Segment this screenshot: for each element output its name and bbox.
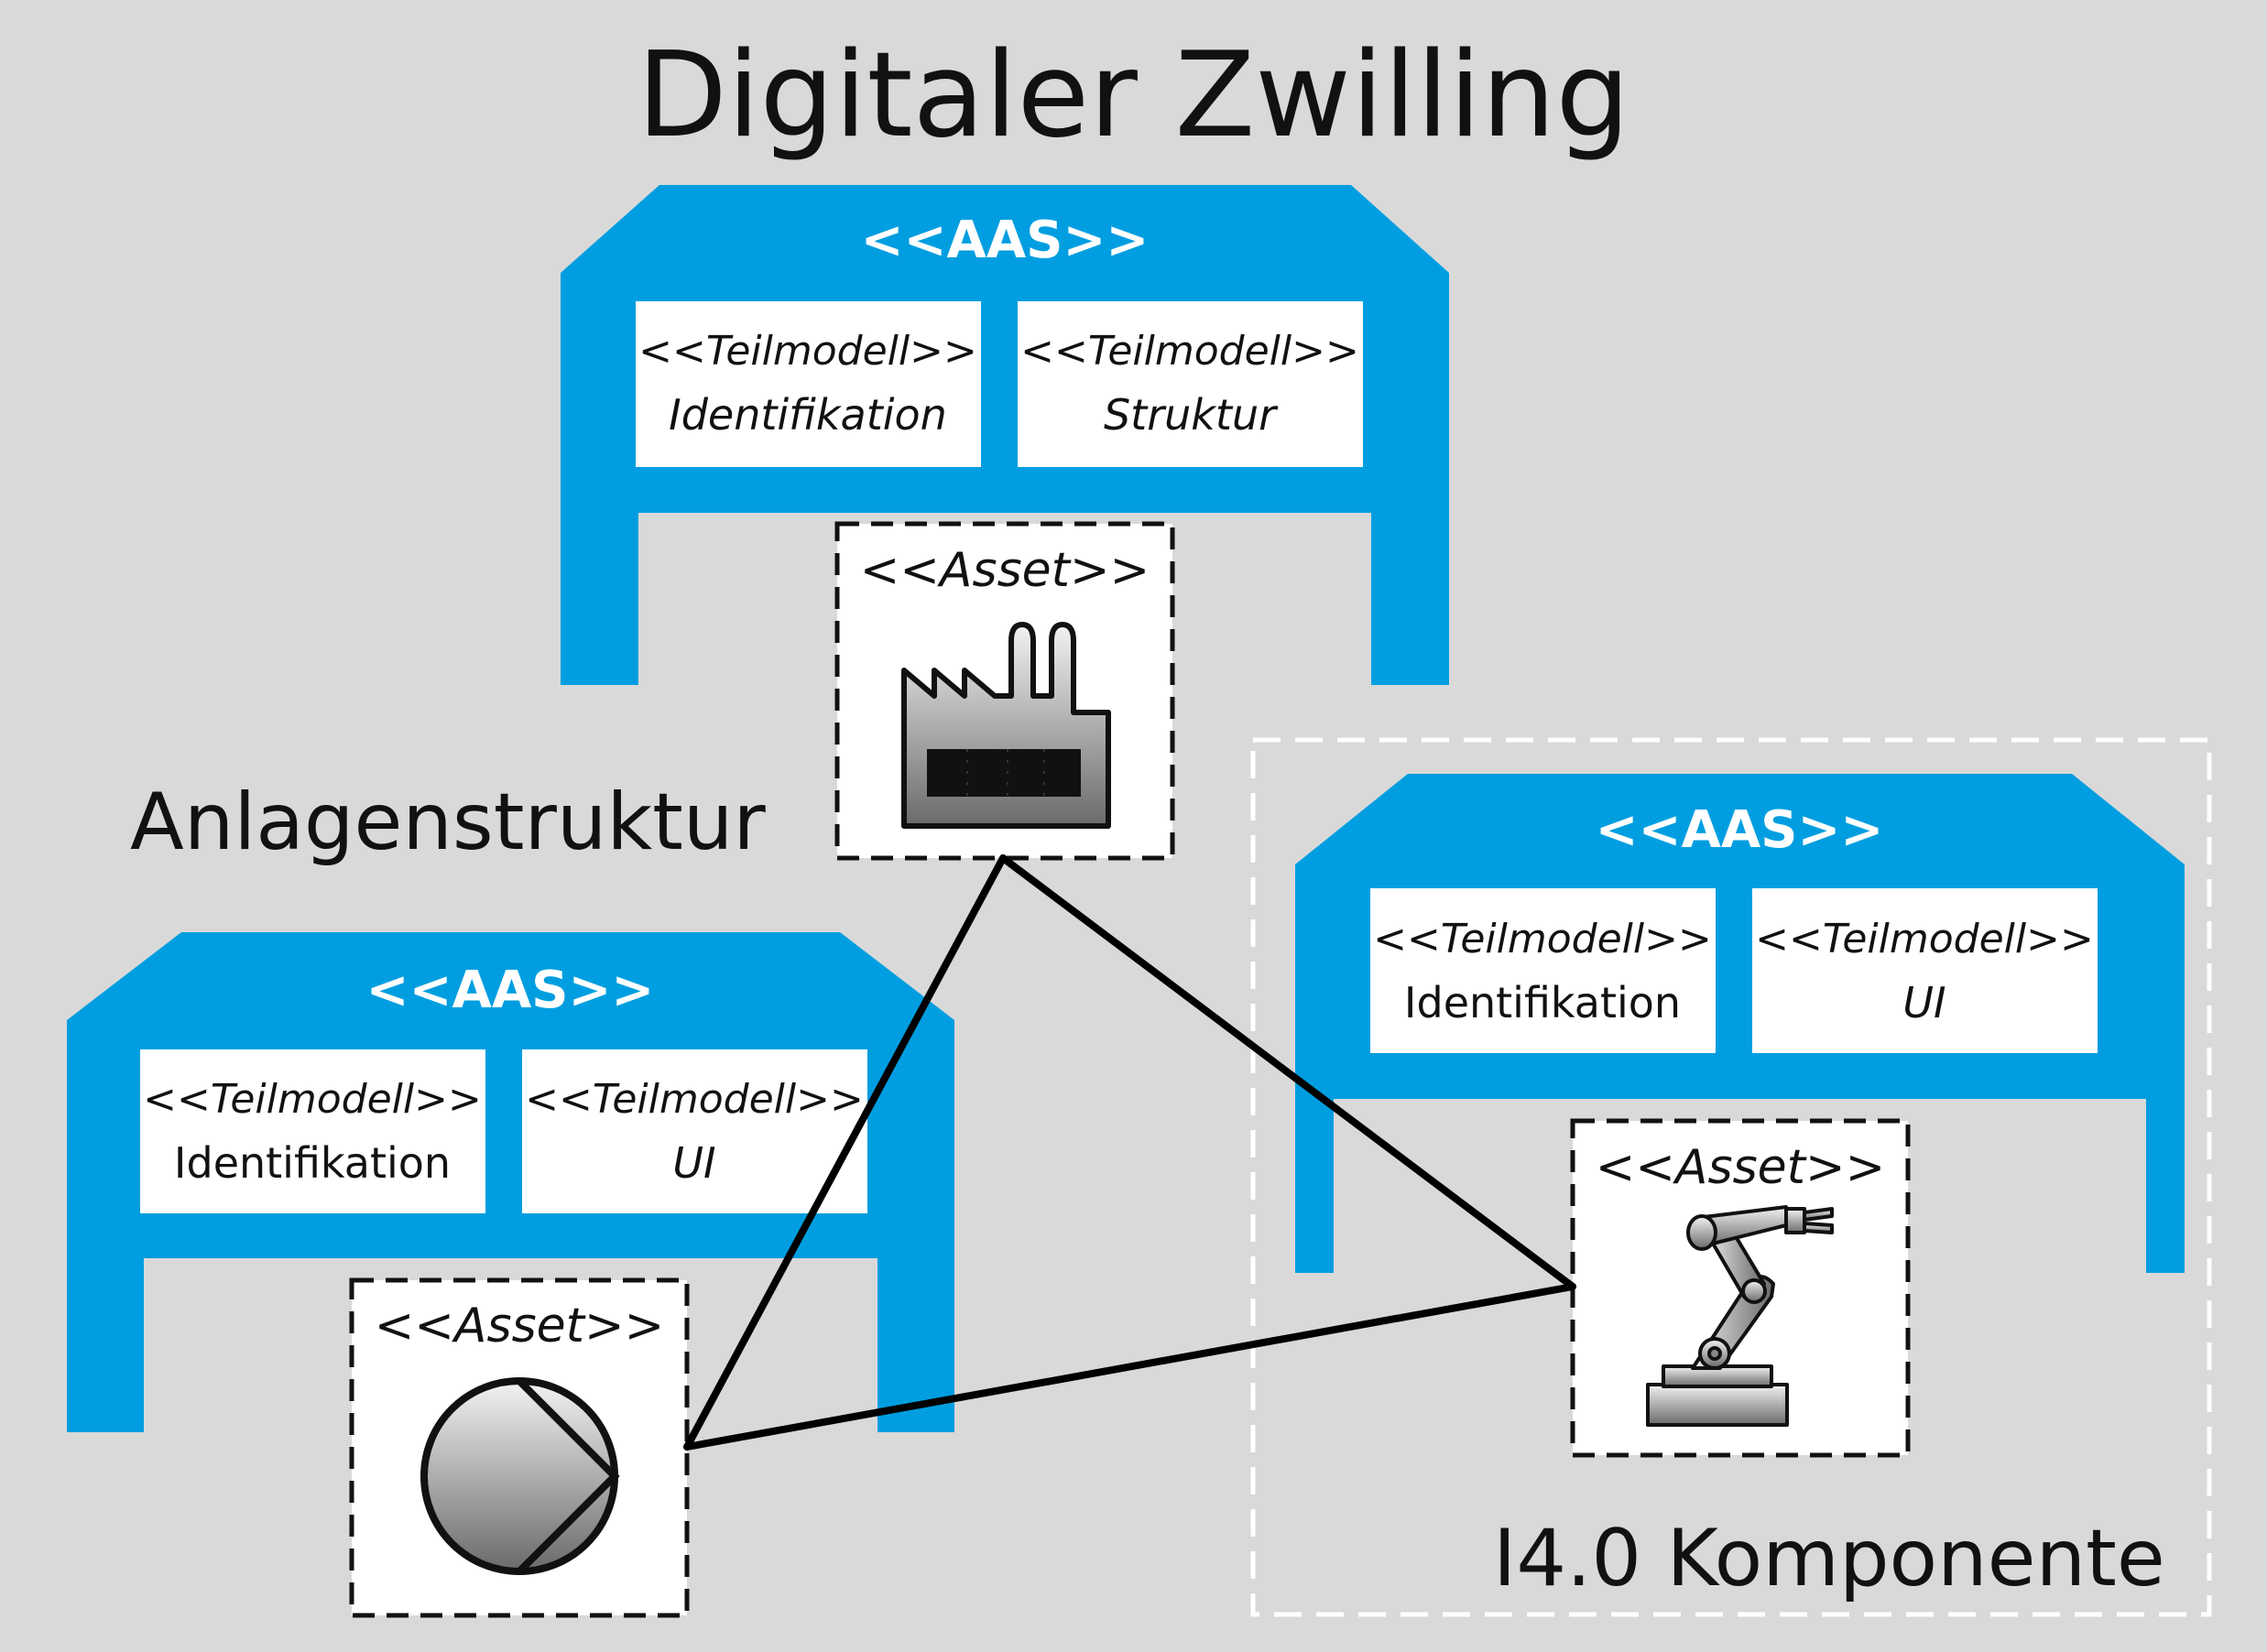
submodel-stereotype: <<Teilmodell>> [1020, 328, 1359, 375]
submodel-name: UI [672, 1138, 715, 1188]
submodel-stereotype: <<Teilmodell>> [1373, 916, 1712, 962]
aas-header: <<AAS>> [861, 211, 1150, 270]
aas-header: <<AAS>> [1596, 800, 1884, 860]
submodel-stereotype: <<Teilmodell>> [143, 1076, 482, 1123]
asset-stereotype: <<Asset>> [1596, 1140, 1885, 1195]
component-boundary [1250, 737, 2212, 1617]
plant-structure-label: Anlagenstruktur [130, 777, 766, 868]
connector-factory-to-robot [999, 854, 1576, 1290]
asset-box: <<Asset>> [834, 521, 1175, 861]
submodel-box: <<Teilmodell>> Identifikation [140, 1049, 485, 1213]
aas-shell-right: <<AAS>> <<Teilmodell>> Identifikation <<… [1295, 774, 2185, 1458]
submodel-stereotype: <<Teilmodell>> [638, 328, 977, 375]
connector-pump-to-robot [683, 1283, 1576, 1451]
submodel-box: <<Teilmodell>> Identifikation [636, 301, 981, 467]
aas-shell-left: <<AAS>> <<Teilmodell>> Identifikation <<… [67, 932, 954, 1618]
submodel-box: <<Teilmodell>> UI [1752, 888, 2098, 1053]
submodel-name: Struktur [1104, 390, 1279, 440]
submodel-stereotype: <<Teilmodell>> [1755, 916, 2094, 962]
asset-stereotype: <<Asset>> [860, 543, 1150, 598]
submodel-name: Identifikation [669, 390, 947, 440]
connector-factory-to-pump [683, 854, 1007, 1451]
submodel-name: Identifikation [1404, 978, 1681, 1027]
diagram-title: Digitaler Zwilling [637, 27, 1630, 164]
aas-header: <<AAS>> [366, 961, 655, 1020]
submodel-stereotype: <<Teilmodell>> [525, 1076, 864, 1123]
pump-icon [420, 1377, 620, 1575]
aas-shell-top: <<AAS>> <<Teilmodell>> Identifikation <<… [561, 185, 1449, 861]
asset-box: <<Asset>> [1570, 1118, 1911, 1458]
submodel-box: <<Teilmodell>> Struktur [1018, 301, 1363, 467]
submodel-box: <<Teilmodell>> UI [522, 1049, 867, 1213]
submodel-box: <<Teilmodell>> Identifikation [1370, 888, 1716, 1053]
factory-icon [901, 622, 1111, 829]
component-label: I4.0 Komponente [1493, 1513, 2165, 1604]
asset-box: <<Asset>> [349, 1277, 690, 1618]
robot-arm-icon [1646, 1205, 1834, 1427]
submodel-name: UI [1902, 978, 1945, 1027]
connector-lines [683, 854, 1576, 1451]
asset-stereotype: <<Asset>> [375, 1299, 664, 1353]
submodel-name: Identifikation [174, 1138, 451, 1188]
